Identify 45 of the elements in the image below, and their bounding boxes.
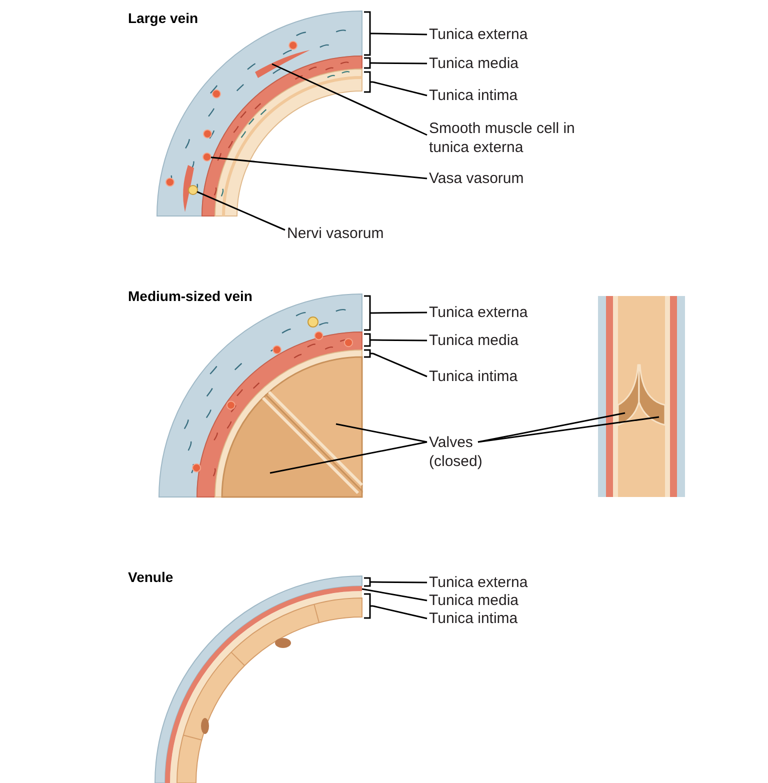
part-label: Tunica intima: [429, 367, 518, 386]
part-label: Nervi vasorum: [287, 224, 384, 243]
part-label: Valves (closed): [429, 433, 491, 471]
leader-line: [272, 63, 428, 136]
leader-line: [270, 441, 428, 474]
valve-cusp: [221, 394, 363, 498]
bracket: [363, 11, 374, 56]
bracket: [363, 577, 374, 587]
leader-line: [372, 352, 428, 378]
part-label: Tunica externa: [429, 573, 528, 592]
valve-cusp: [638, 364, 666, 426]
leader-line: [373, 339, 427, 342]
blood-vessel-dot: [202, 152, 212, 162]
part-label: Vasa vasorum: [429, 169, 524, 188]
leader-line: [372, 605, 428, 620]
leader-line: [210, 156, 428, 180]
leader-line: [373, 312, 427, 314]
bracket: [363, 349, 374, 358]
leader-line: [478, 412, 626, 443]
part-label: Tunica intima: [429, 609, 518, 628]
bracket: [363, 57, 374, 69]
leader-line: [373, 581, 427, 584]
bracket: [363, 593, 374, 619]
leader-line: [372, 81, 428, 96]
leader-line: [362, 588, 428, 602]
bracket: [363, 333, 374, 347]
leader-line: [196, 191, 286, 231]
muscle-cell: [255, 50, 310, 78]
bracket: [363, 295, 374, 331]
part-label: Tunica externa: [429, 25, 528, 44]
part-label: Tunica intima: [429, 86, 518, 105]
section-heading: Large vein: [128, 10, 198, 26]
leader-line: [336, 423, 428, 443]
leader-line: [372, 32, 428, 36]
valve-cusp: [265, 356, 363, 492]
part-label: Tunica media: [429, 331, 518, 350]
part-label: Tunica externa: [429, 303, 528, 322]
part-label: Tunica media: [429, 591, 518, 610]
leader-line: [478, 416, 660, 443]
leader-line: [373, 62, 427, 64]
part-label: Smooth muscle cell in tunica externa: [429, 119, 579, 157]
bracket: [363, 71, 374, 93]
section-heading: Medium-sized vein: [128, 288, 252, 304]
section-heading: Venule: [128, 569, 174, 585]
part-label: Tunica media: [429, 54, 518, 73]
